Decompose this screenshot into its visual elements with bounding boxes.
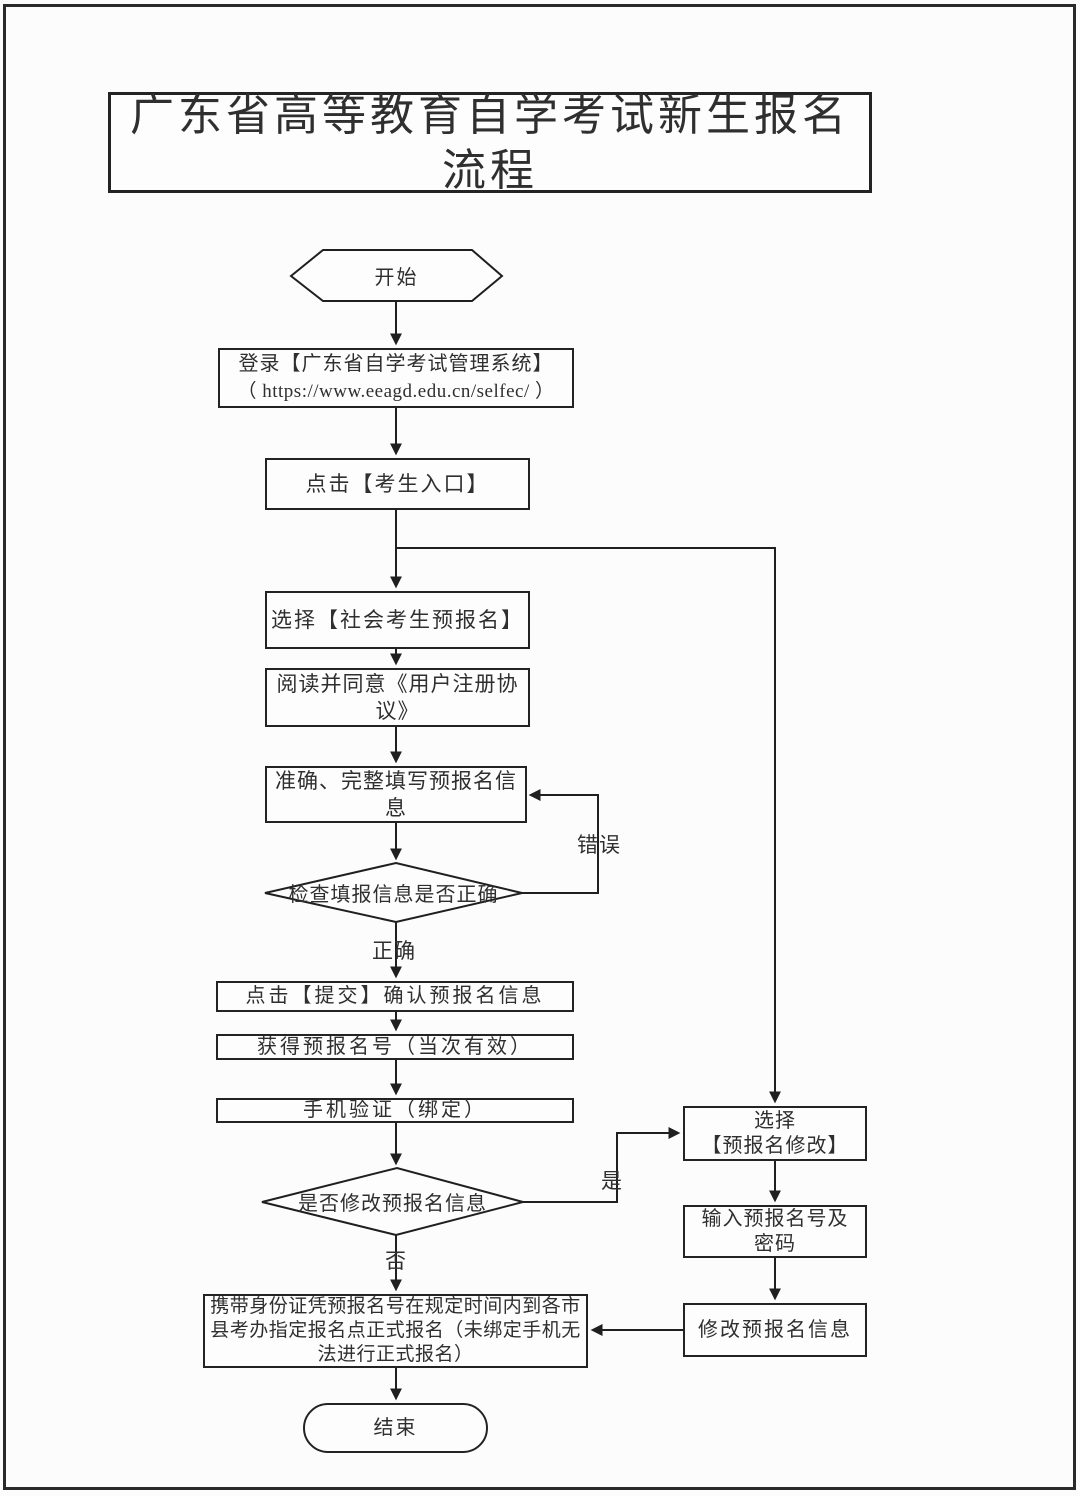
check-info-text: 检查填报信息是否正确 xyxy=(288,884,499,906)
choose-modify-line-1: 选择 xyxy=(754,1109,796,1132)
edge-decision-yes xyxy=(523,1127,681,1203)
node-submit: 点击【提交】确认预报名信息 xyxy=(216,981,574,1012)
node-get-number: 获得预报名号（当次有效） xyxy=(216,1034,574,1060)
choose-prereg-text: 选择【社会考生预报名】 xyxy=(271,607,524,632)
formal-reg-line-2: 县考办指定报名点正式报名（未绑定手机无 xyxy=(210,1320,581,1341)
node-agreement: 阅读并同意《用户注册协议》 xyxy=(265,668,530,727)
node-choose-modify: 选择 【预报名修改】 xyxy=(683,1106,867,1161)
get-number-text: 获得预报名号（当次有效） xyxy=(257,1035,533,1058)
edge-label-yes: 是 xyxy=(601,1169,623,1193)
input-number-line-2: 密码 xyxy=(754,1232,796,1255)
edge-branch-to-choose-modify xyxy=(396,547,781,1104)
end-node: 结束 xyxy=(303,1403,488,1453)
entrance-text: 点击【考生入口】 xyxy=(305,471,490,496)
modify-info-text: 修改预报名信息 xyxy=(698,1318,852,1341)
formal-reg-line-3: 法进行正式报名） xyxy=(317,1344,474,1365)
agreement-text: 阅读并同意《用户注册协议》 xyxy=(276,672,519,723)
edge-check-error-loop xyxy=(522,789,599,894)
decision-check-info-label: 检查填报信息是否正确 xyxy=(265,863,522,922)
node-phone-verify: 手机验证（绑定） xyxy=(216,1098,574,1123)
node-input-number: 输入预报名号及 密码 xyxy=(683,1205,867,1258)
login-url: （ https://www.eeagd.edu.cn/selfec/ ） xyxy=(237,381,555,402)
diagram-title: 广东省高等教育自学考试新生报名流程 xyxy=(130,90,850,195)
login-line-1: 登录【广东省自学考试管理系统】 xyxy=(238,353,554,375)
start-node-label: 开始 xyxy=(291,250,502,301)
start-hexagon-shape xyxy=(289,249,504,302)
node-candidate-entrance: 点击【考生入口】 xyxy=(265,458,530,510)
edge-label-error: 错误 xyxy=(577,833,621,857)
edge-label-correct: 正确 xyxy=(372,939,416,963)
diagram-title-box: 广东省高等教育自学考试新生报名流程 xyxy=(108,91,872,195)
edge-label-no: 否 xyxy=(385,1249,407,1273)
input-number-line-1: 输入预报名号及 xyxy=(701,1207,849,1230)
start-text: 开始 xyxy=(374,267,419,289)
node-modify-info: 修改预报名信息 xyxy=(683,1303,867,1357)
decision-modify-label: 是否修改预报名信息 xyxy=(262,1168,523,1235)
submit-text: 点击【提交】确认预报名信息 xyxy=(245,985,545,1007)
choose-modify-line-2: 【预报名修改】 xyxy=(701,1134,849,1157)
node-choose-prereg: 选择【社会考生预报名】 xyxy=(265,591,530,649)
node-fill-info: 准确、完整填写预报名信息 xyxy=(265,766,527,823)
node-formal-registration: 携带身份证凭预报名号在规定时间内到各市 县考办指定报名点正式报名（未绑定手机无 … xyxy=(203,1294,588,1368)
end-text: 结束 xyxy=(373,1416,418,1439)
node-login-system: 登录【广东省自学考试管理系统】 （ https://www.eeagd.edu.… xyxy=(218,348,574,408)
formal-reg-line-1: 携带身份证凭预报名号在规定时间内到各市 xyxy=(210,1296,581,1317)
fill-info-text: 准确、完整填写预报名信息 xyxy=(275,769,517,820)
connectors xyxy=(261,249,781,1401)
phone-verify-text: 手机验证（绑定） xyxy=(303,1099,487,1121)
modify-decision-text: 是否修改预报名信息 xyxy=(298,1193,487,1215)
